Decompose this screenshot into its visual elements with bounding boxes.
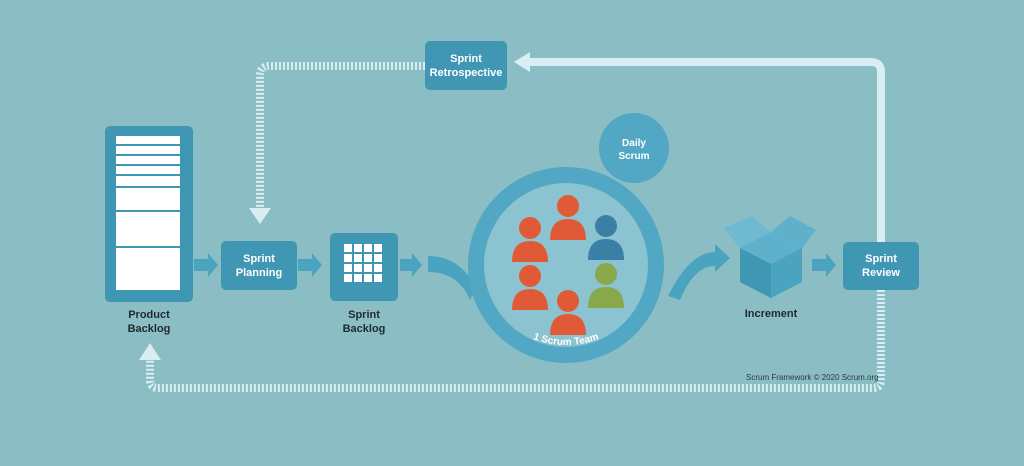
daily-scrum-label-line2: Scrum bbox=[618, 151, 649, 162]
sprint-backlog-label: Sprint Backlog bbox=[324, 308, 404, 336]
sprint-backlog-label-line2: Backlog bbox=[342, 323, 386, 335]
product-backlog-label: Product Backlog bbox=[110, 308, 188, 336]
review-to-retrospective-arrow bbox=[528, 58, 885, 242]
retrospective-to-planning-arrow bbox=[256, 62, 425, 210]
sprint-review-box: Sprint Review bbox=[843, 242, 919, 290]
sprint-planning-box: Sprint Planning bbox=[221, 241, 297, 290]
team-outflow-arrow bbox=[668, 244, 730, 300]
planning-to-sprint-backlog-arrow bbox=[298, 253, 322, 277]
product-backlog-arrowhead bbox=[139, 343, 161, 360]
daily-scrum-label-line1: Daily bbox=[622, 138, 646, 149]
sprint-backlog-to-team-arrow bbox=[400, 253, 422, 277]
sprint-retrospective-box: Sprint Retrospective bbox=[425, 41, 507, 90]
person-upper-right bbox=[588, 215, 624, 260]
list-icon bbox=[116, 136, 180, 290]
people-icon bbox=[512, 195, 624, 335]
sprint-review-label-line2: Review bbox=[862, 267, 900, 279]
person-top bbox=[550, 195, 586, 240]
grid-icon bbox=[344, 244, 382, 282]
review-to-product-backlog-arrow bbox=[146, 290, 885, 392]
increment-label: Increment bbox=[744, 308, 798, 320]
scrum-team-label: 1 Scrum Team bbox=[532, 331, 600, 348]
retrospective-arrowhead bbox=[514, 52, 530, 72]
planning-arrowhead bbox=[249, 208, 271, 224]
sprint-retrospective-label-line1: Sprint bbox=[450, 52, 482, 65]
product-backlog-label-line1: Product bbox=[128, 309, 170, 321]
team-inflow-arrow bbox=[428, 256, 476, 300]
copyright-notice: Scrum Framework © 2020 Scrum.org bbox=[746, 373, 879, 382]
person-bottom bbox=[550, 290, 586, 335]
box-icon bbox=[724, 216, 816, 298]
sprint-retrospective-label-line2: Retrospective bbox=[429, 66, 503, 79]
sprint-review-label-line1: Sprint bbox=[865, 253, 897, 265]
sprint-backlog-label-line1: Sprint bbox=[348, 309, 380, 321]
flow-arrows bbox=[194, 244, 836, 300]
product-backlog-to-planning-arrow bbox=[194, 253, 218, 277]
product-backlog-label-line2: Backlog bbox=[127, 323, 171, 335]
increment-to-review-arrow bbox=[812, 253, 836, 277]
person-upper-left bbox=[512, 217, 548, 262]
daily-scrum-bubble bbox=[599, 113, 669, 183]
sprint-planning-label-line2: Planning bbox=[235, 266, 283, 279]
person-lower-left bbox=[512, 265, 548, 310]
person-lower-right bbox=[588, 263, 624, 308]
sprint-planning-label-line1: Sprint bbox=[243, 252, 275, 265]
